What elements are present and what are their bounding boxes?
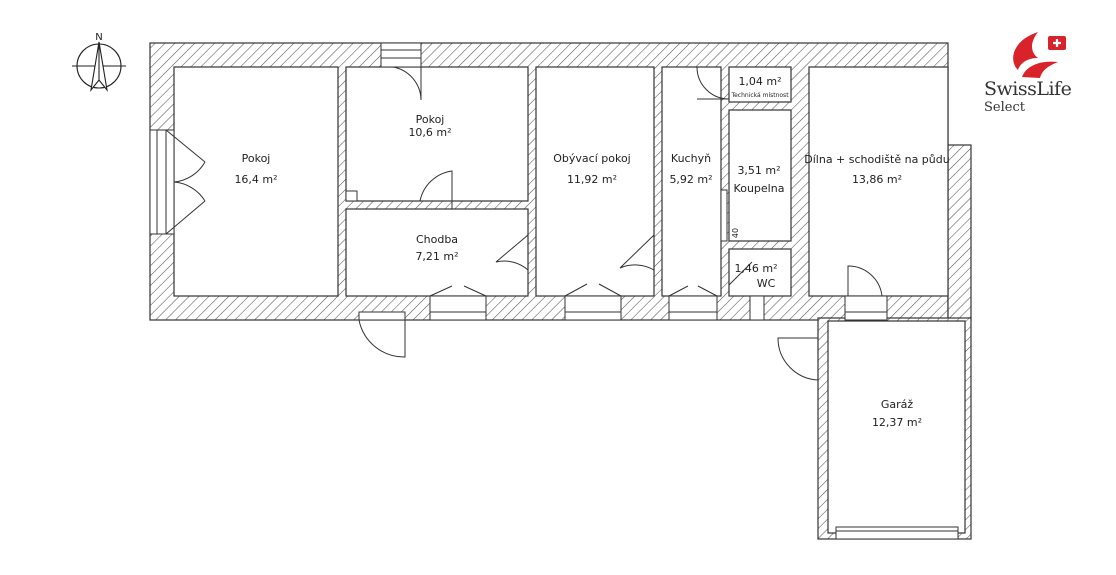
room-area: 11,92 m² [567,173,617,186]
room-name: Technická místnost [730,92,789,99]
room-interiors [173,66,966,534]
swisslife-logo-icon [1013,32,1066,78]
room-name: Dílna + schodiště na půdu [804,153,949,166]
room-name: Pokoj [242,152,271,165]
north-label: N [95,32,102,43]
room-area: 3,51 m² [737,164,780,177]
room-area: 1,04 m² [738,75,781,88]
room-name: Obývací pokoj [553,152,630,165]
room-area: 13,86 m² [852,173,902,186]
room-area: 1,46 m² [734,262,777,275]
room-area: 5,92 m² [669,173,712,186]
north-arrow-icon: N [72,32,126,92]
doors [165,66,888,381]
room-area: 16,4 m² [234,173,277,186]
windows [149,42,959,540]
room-name: Chodba [416,233,458,246]
room-name: Kuchyň [671,152,711,165]
room-name: Pokoj [416,113,445,126]
room-name: Koupelna [734,182,785,195]
room-area: 12,37 m² [872,416,922,429]
dimension-label: 40 [731,228,740,238]
brand-subtitle: Select [984,100,1025,115]
room-area: 10,6 m² [408,126,451,139]
room-labels: Pokoj 16,4 m² Pokoj 10,6 m² Chodba 7,21 … [234,75,949,429]
room-name: WC [757,277,776,290]
room-name: Garáž [881,398,914,411]
brand-name: SwissLife [984,78,1072,100]
room-area: 7,21 m² [415,250,458,263]
